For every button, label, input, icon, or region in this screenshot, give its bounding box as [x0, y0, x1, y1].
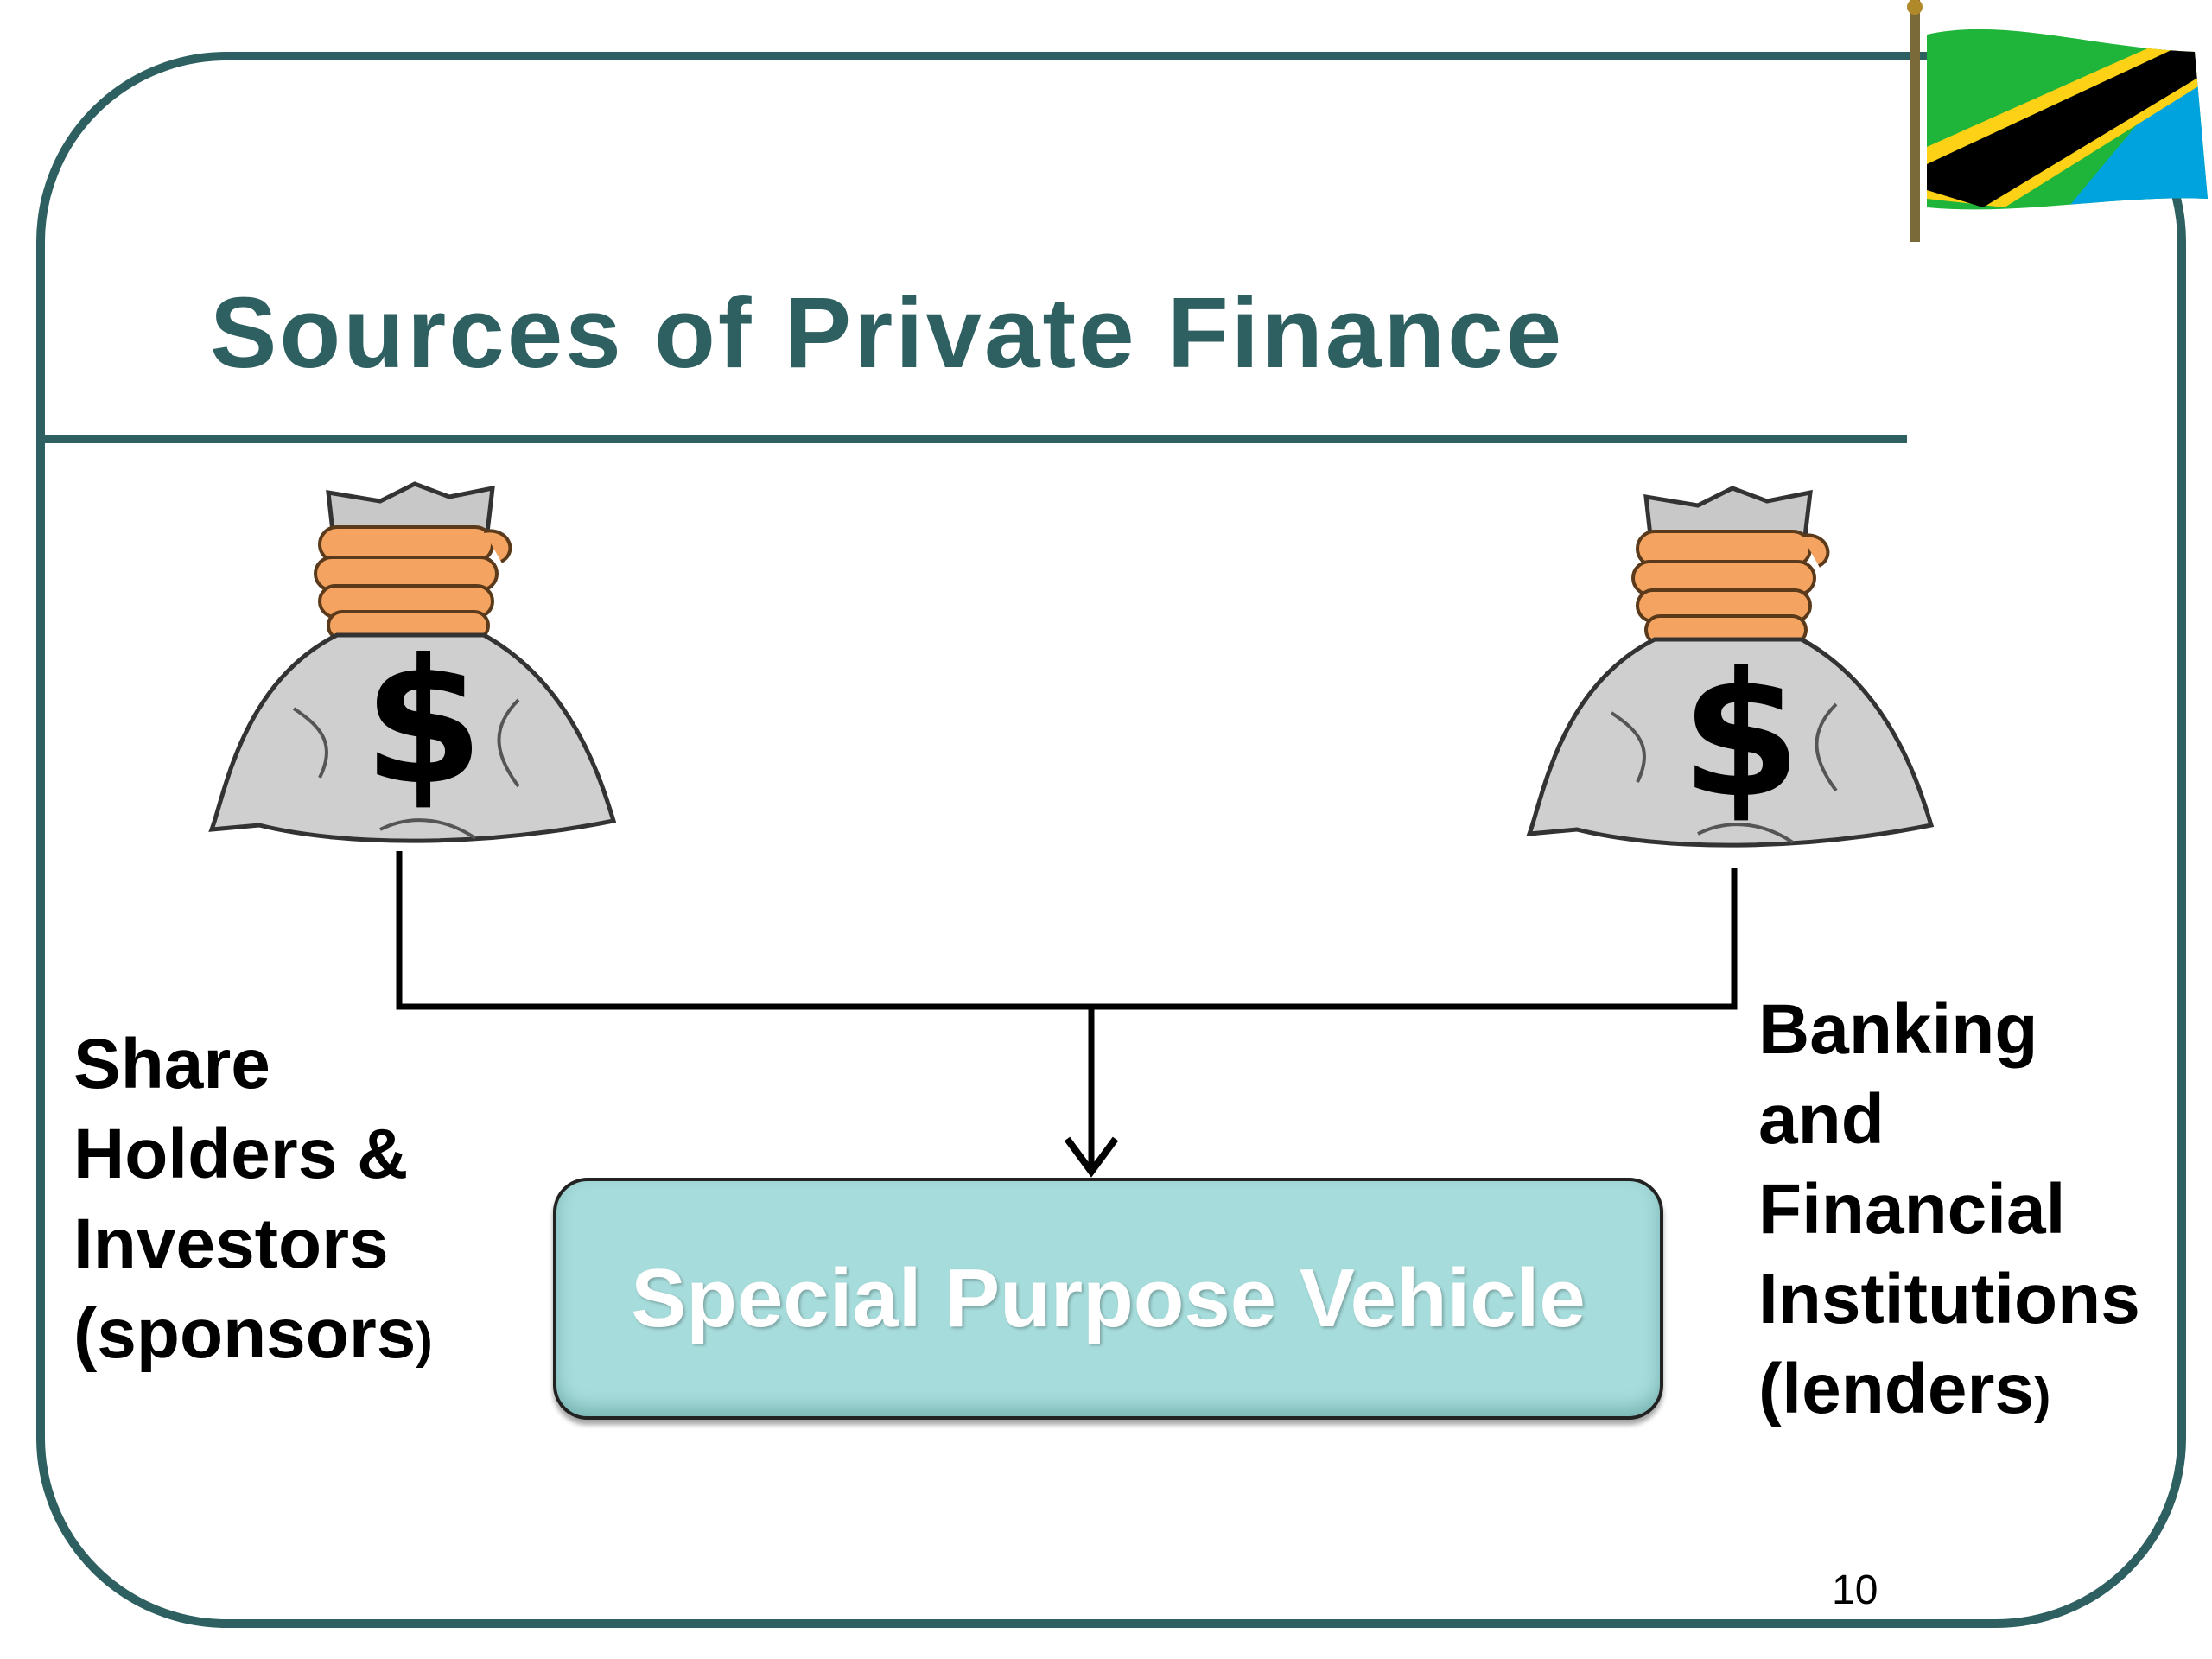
label-line: Share [73, 1025, 270, 1103]
dollar-sign: $ [363, 622, 483, 823]
dollar-sign: $ [1681, 635, 1801, 836]
connector-right [1091, 868, 1738, 1010]
title-divider [43, 435, 1907, 443]
shareholders-label: Share Holders & Investors (sponsors) [73, 1020, 433, 1386]
label-line: Institutions [1758, 1260, 2140, 1338]
label-line: Investors [73, 1205, 389, 1283]
closing-paren: ) [2034, 1368, 2051, 1424]
label-line: Banking [1758, 990, 2038, 1069]
slide-frame [36, 52, 2186, 1628]
label-line: Financial [1758, 1170, 2066, 1249]
connector-left [396, 851, 1091, 1010]
money-bag-right-icon: $ [1526, 486, 1935, 848]
banking-institutions-label: Banking and Financial Institutions (lend… [1758, 985, 2140, 1441]
slide-title: Sources of Private Finance [210, 276, 1565, 389]
spv-label: Special Purpose Vehicle [631, 1252, 1586, 1344]
money-bag-left-icon: $ [208, 481, 617, 843]
label-line: and [1758, 1080, 1885, 1159]
special-purpose-vehicle-box: Special Purpose Vehicle [553, 1178, 1663, 1420]
arrowhead-icon [1064, 1136, 1119, 1178]
label-line: (sponsors [73, 1294, 416, 1373]
page-number: 10 [1832, 1567, 1878, 1613]
tanzania-flag-icon [1907, 0, 2208, 242]
closing-paren: ) [416, 1313, 433, 1369]
label-line: (lenders [1758, 1350, 2034, 1428]
label-line: Holders & [73, 1115, 409, 1193]
